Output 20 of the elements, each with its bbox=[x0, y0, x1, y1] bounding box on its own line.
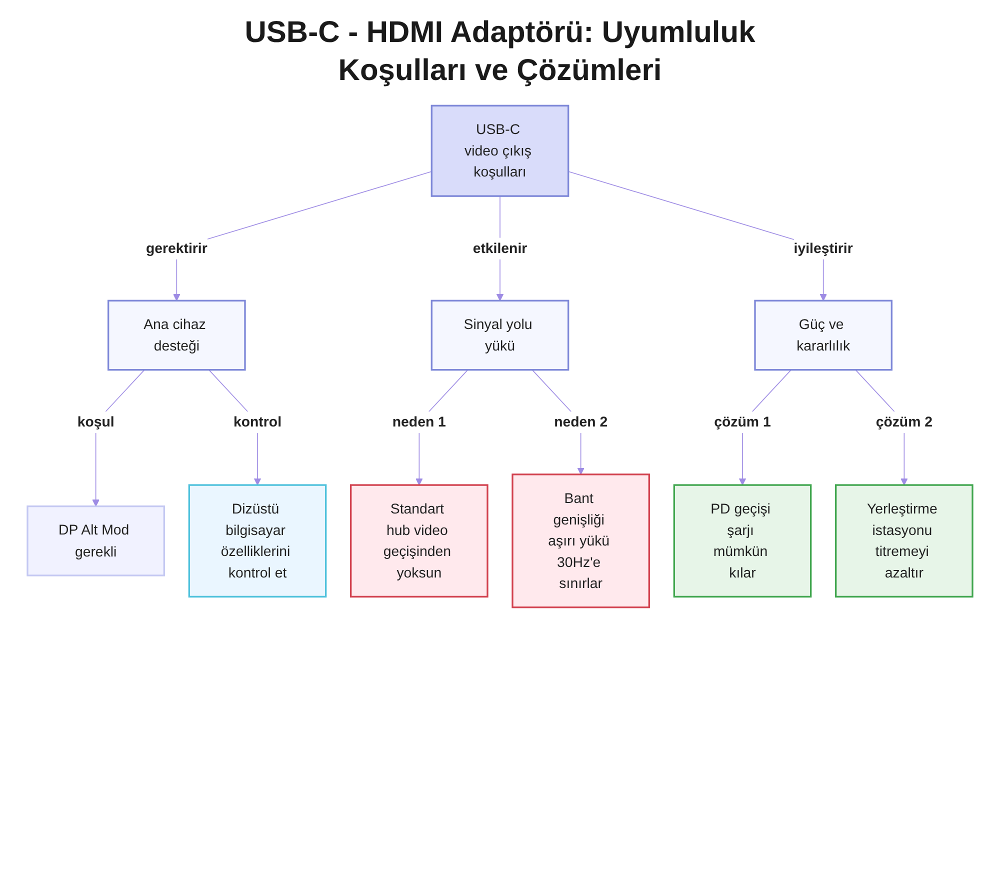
title: USB-C - HDMI Adaptörü: Uyumluluk Koşulları ve Çözümleri bbox=[244, 15, 756, 88]
edge-label: koşul bbox=[77, 414, 114, 430]
edge-label: çözüm 2 bbox=[876, 414, 933, 430]
node-box: USB-C video çıkış koşulları bbox=[430, 104, 570, 197]
node-box: Ana cihaz desteği bbox=[108, 300, 246, 371]
edge-label: neden 1 bbox=[392, 414, 446, 430]
node-box: Standart hub video geçişinden yoksun bbox=[350, 484, 488, 598]
edge-label: etkilenir bbox=[472, 240, 528, 256]
node-box: Bant genişliği aşırı yükü 30Hz'e sınırlar bbox=[512, 474, 650, 608]
node-box: DP Alt Mod gerekli bbox=[26, 505, 165, 576]
edge-label: gerektirir bbox=[146, 240, 208, 256]
edge-label: çözüm 1 bbox=[714, 414, 771, 430]
node-box: PD geçişi şarjı mümkün kılar bbox=[673, 484, 812, 598]
node-box: Yerleştirme istasyonu titremeyi azaltır bbox=[835, 484, 974, 598]
edge-label: kontrol bbox=[233, 414, 282, 430]
edge-label: neden 2 bbox=[554, 414, 608, 430]
node-box: Sinyal yolu yükü bbox=[430, 300, 570, 371]
node-box: Güç ve kararlılık bbox=[754, 300, 892, 371]
node-box: Dizüstü bilgisayar özelliklerini kontrol et bbox=[188, 484, 327, 598]
edge-label: iyileştirir bbox=[794, 240, 853, 256]
